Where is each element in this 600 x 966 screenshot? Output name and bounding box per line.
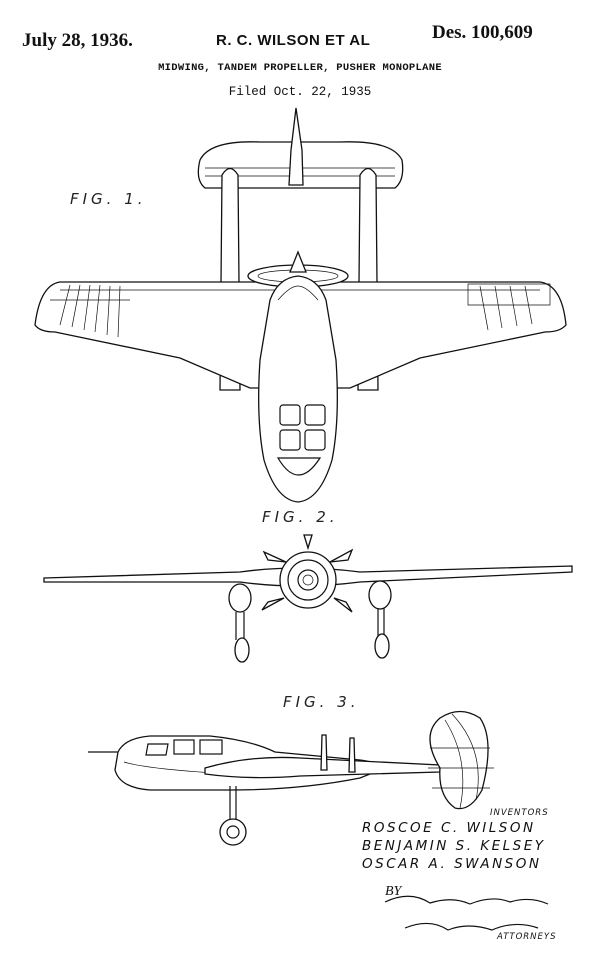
patent-title: MIDWING, TANDEM PROPELLER, PUSHER MONOPL…	[158, 62, 442, 74]
attorneys-label: ATTORNEYS	[497, 932, 557, 942]
filed-date: Filed Oct. 22, 1935	[228, 85, 372, 99]
patent-number: Des. 100,609	[432, 22, 533, 43]
fig1-top-view	[34, 107, 567, 503]
inventor-name-3: OSCAR A. SWANSON	[362, 856, 542, 872]
fig2-front-view	[43, 534, 573, 663]
fig3-label: FIG. 3.	[283, 693, 360, 711]
fig3-side-view	[88, 710, 494, 846]
inventor-name-1: ROSCOE C. WILSON	[362, 820, 536, 836]
by-label: BY	[385, 884, 402, 899]
inventors-heading: INVENTORS	[490, 808, 549, 818]
inventor-name-2: BENJAMIN S. KELSEY	[362, 838, 546, 854]
inventor-header: R. C. WILSON ET AL	[216, 32, 371, 49]
patent-date: July 28, 1936.	[22, 30, 133, 51]
attorney-signature-marks	[384, 895, 549, 931]
fig1-label: FIG. 1.	[70, 190, 147, 208]
fig2-label: FIG. 2.	[262, 508, 339, 526]
